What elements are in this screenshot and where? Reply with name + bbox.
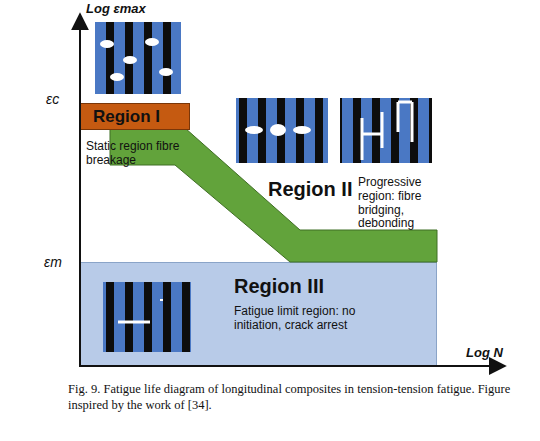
fibre-illustration (340, 98, 432, 163)
figure-caption: Fig. 9. Fatigue life diagram of longitud… (68, 381, 530, 414)
debond-crack (245, 126, 263, 134)
axis-label: Log N (466, 345, 503, 360)
axis-tick-label: εc (46, 91, 59, 107)
fibre-break (159, 68, 173, 76)
region-box: Region IStatic region fibre breakage (80, 103, 190, 130)
fibre-illustration (236, 98, 328, 163)
region-heading: Region III (234, 275, 384, 298)
fibre-break (100, 40, 114, 48)
fibre-break (123, 56, 137, 64)
region-description: Fatigue limit region: no initiation, cra… (234, 305, 374, 333)
axis-tick-label: εm (44, 254, 62, 270)
fibre-break (110, 73, 124, 81)
fibre-break (145, 38, 159, 46)
debond-crack (270, 124, 286, 136)
axis-label: Log εmax (86, 1, 146, 16)
region-heading: Region I (93, 107, 188, 127)
region-box: Region III Fatigue limit region: no initi… (80, 262, 437, 366)
region-description: Progressive region: fibre bridging, debo… (358, 176, 458, 231)
fibre-illustration (95, 22, 181, 94)
debond-crack (293, 126, 311, 134)
region-heading: Region II (268, 178, 358, 201)
region-description: Static region fibre breakage (86, 140, 186, 168)
bridging-crack (362, 102, 412, 160)
